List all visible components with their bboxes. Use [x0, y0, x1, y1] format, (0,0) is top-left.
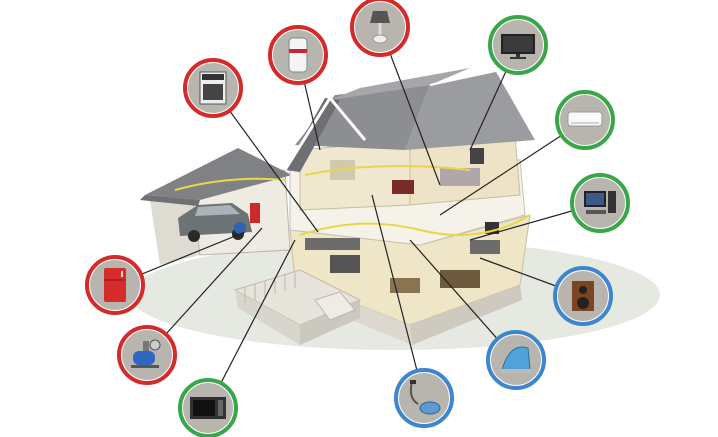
television-icon — [501, 34, 535, 59]
appliance-badge[interactable] — [268, 25, 328, 85]
garage — [140, 148, 292, 265]
water-heater-icon — [288, 37, 308, 73]
connector-line — [371, 194, 425, 399]
appliance-badge[interactable] — [570, 173, 630, 233]
appliance-badge[interactable] — [178, 378, 238, 437]
electric-stove-icon — [199, 71, 227, 105]
steam-iron-icon — [501, 346, 531, 373]
microwave-icon — [190, 397, 226, 419]
appliance-badge[interactable] — [553, 266, 613, 326]
house — [283, 68, 541, 345]
badge-face — [399, 373, 449, 423]
connector-lines — [114, 26, 601, 409]
appliance-badge[interactable] — [85, 255, 145, 315]
air-conditioner-icon — [567, 111, 603, 127]
appliance-badge[interactable] — [555, 90, 615, 150]
refrigerator-icon — [104, 268, 126, 302]
speaker-icon — [572, 281, 594, 311]
appliance-badge[interactable] — [350, 0, 410, 57]
appliance-badge[interactable] — [117, 325, 177, 385]
vacuum-cleaner-icon — [409, 380, 441, 415]
appliance-badge[interactable] — [394, 368, 454, 428]
appliance-badge[interactable] — [183, 58, 243, 118]
desktop-computer-icon — [584, 191, 616, 214]
kitchen-counter — [305, 238, 360, 250]
bed — [440, 168, 480, 186]
appliance-badge[interactable] — [488, 15, 548, 75]
table-lamp-icon — [370, 11, 390, 44]
appliance-badge[interactable] — [486, 330, 546, 390]
connector-line — [207, 239, 296, 409]
water-pump-icon — [131, 339, 161, 368]
deck — [233, 269, 362, 345]
